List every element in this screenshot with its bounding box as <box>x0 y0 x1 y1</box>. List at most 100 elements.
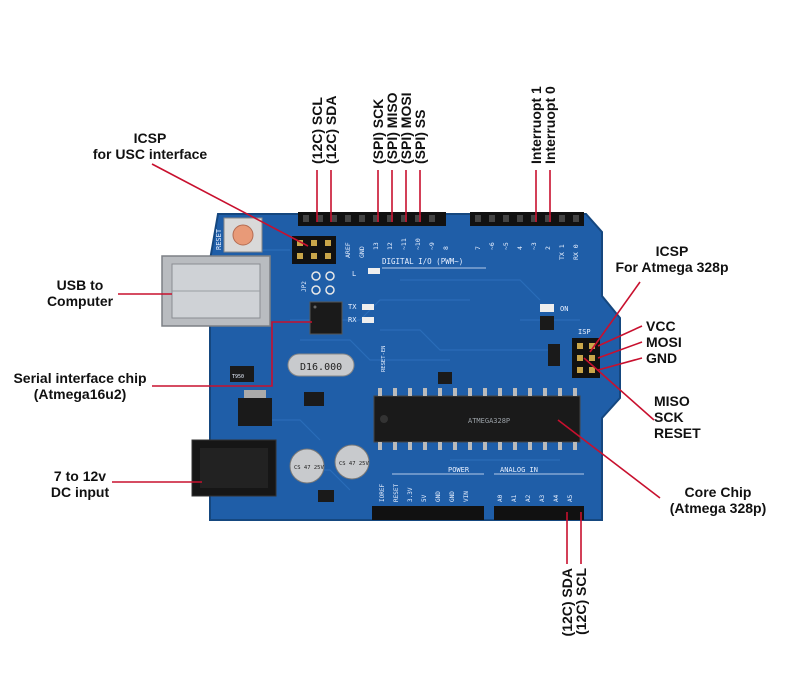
label-dc-sub: DC input <box>51 484 110 500</box>
on-label: ON <box>560 305 568 313</box>
pin-label-a5: A5 <box>567 494 574 502</box>
t950-label: T950 <box>232 374 244 380</box>
pin-label-a1: A1 <box>511 494 518 502</box>
label-top-miso: (SPI) MISO <box>384 92 400 164</box>
pin-label-gnd: GND <box>358 246 366 258</box>
label-usb-sub: Computer <box>47 293 114 309</box>
digital-header <box>298 212 584 226</box>
reset-button <box>223 217 263 253</box>
digital-header-right <box>470 212 584 226</box>
label-top-ss: (SPI) SS <box>412 110 428 164</box>
pin-label-13: 13 <box>372 242 380 250</box>
analog-label: ANALOG IN <box>500 466 538 474</box>
label-top-sck: (SPI) SCK <box>370 99 386 164</box>
pin-label-3v3: 3.3V <box>407 487 414 502</box>
pin-label-vin: VIN <box>463 491 470 502</box>
label-core-sub: (Atmega 328p) <box>670 500 766 516</box>
leader-core-chip <box>557 419 661 499</box>
digital-io-label: DIGITAL I/O (PWM~) <box>382 257 463 266</box>
label-serial-title: Serial interface chip <box>13 370 146 386</box>
left-labels: ICSP for USC interface USB to Computer S… <box>13 130 207 500</box>
pin-label-1: TX 1 <box>558 244 566 260</box>
pin-label-aref: AREF <box>344 242 352 258</box>
right-labels: ICSP For Atmega 328p VCC MOSI GND MISO S… <box>615 243 766 516</box>
leader-miso-reset <box>583 357 655 421</box>
jp2-label: JP2 <box>301 281 308 292</box>
pin-label-a0: A0 <box>497 494 504 502</box>
leader-mosi <box>597 341 643 359</box>
top-labels: (12C) SCL (12C) SDA (SPI) SCK (SPI) MISO… <box>309 86 558 164</box>
label-serial-sub: (Atmega16u2) <box>34 386 127 402</box>
label-top-int1: Interruopt 1 <box>528 86 544 164</box>
label-dc-title: 7 to 12v <box>54 468 106 484</box>
label-icsp-atmega-title: ICSP <box>656 243 689 259</box>
label-icsp-usb-title: ICSP <box>134 130 167 146</box>
pin-label-5: ~5 <box>502 242 510 250</box>
pin-label-a2: A2 <box>525 494 532 502</box>
label-core-title: Core Chip <box>685 484 752 500</box>
pin-label-gnd1: GND <box>435 491 442 502</box>
arduino-board: AREF GND 13 12 ~11 ~10 ~9 8 7 ~6 ~5 4 ~3… <box>161 212 621 521</box>
bottom-labels: (12C) SDA (12C) SCL <box>559 568 589 637</box>
pin-label-9: ~9 <box>428 242 436 250</box>
pin-label-3: ~3 <box>530 242 538 250</box>
pin-label-a3: A3 <box>539 494 546 502</box>
capacitor-1: CS 47 25V <box>289 448 325 484</box>
usb-port <box>161 255 271 327</box>
pin-label-a4: A4 <box>553 494 560 502</box>
leader-vcc <box>597 325 643 347</box>
label-bottom-scl: (12C) SCL <box>573 568 589 635</box>
label-icsp-atmega-sub: For Atmega 328p <box>615 259 728 275</box>
label-top-mosi: (SPI) MOSI <box>398 92 414 164</box>
pin-label-gnd2: GND <box>449 491 456 502</box>
label-usb-title: USB to <box>57 277 104 293</box>
cap1-label: CS 47 25V <box>294 465 324 471</box>
rx-label: RX <box>348 316 357 324</box>
label-sck: SCK <box>654 409 684 425</box>
reset-en-label: RESET-EN <box>381 346 387 373</box>
digital-pin-labels: AREF GND 13 12 ~11 ~10 ~9 8 7 ~6 ~5 4 ~3… <box>344 238 580 260</box>
pin-label-ioref: IOREF <box>379 484 386 502</box>
pin-label-10: ~10 <box>414 238 422 250</box>
pin-label-8: 8 <box>442 246 450 250</box>
label-bottom-sda: (12C) SDA <box>559 568 575 636</box>
pin-label-4: 4 <box>516 246 524 250</box>
label-miso: MISO <box>654 393 690 409</box>
isp-silk-label: ISP <box>578 328 591 336</box>
l-label: L <box>352 270 356 278</box>
leader-icsp-usb <box>151 163 309 247</box>
leader-gnd <box>597 357 643 371</box>
tx-label: TX <box>348 303 357 311</box>
power-header <box>372 506 484 520</box>
reset-silk-label: RESET <box>215 228 223 250</box>
label-top-scl: (12C) SCL <box>309 97 325 164</box>
capacitor-2: CS 47 25V <box>334 444 370 480</box>
label-top-int0: Interruopt 0 <box>542 86 558 164</box>
pin-label-7: 7 <box>474 246 482 250</box>
atmega328p-chip: ATMEGA328P <box>373 388 581 450</box>
label-vcc: VCC <box>646 318 676 334</box>
voltage-regulator <box>238 390 272 426</box>
label-icsp-usb-sub: for USC interface <box>93 146 208 162</box>
crystal-oscillator: D16.000 <box>287 353 355 377</box>
pin-label-6: ~6 <box>488 242 496 250</box>
leader-icsp-atmega <box>589 281 641 353</box>
pin-label-5v: 5V <box>421 494 428 502</box>
label-top-sda: (12C) SDA <box>323 96 339 164</box>
pin-label-0: RX 0 <box>572 244 580 260</box>
crystal-label: D16.000 <box>300 362 342 373</box>
atmega16u2-chip <box>309 301 343 335</box>
leader-lines <box>112 163 661 564</box>
label-gnd: GND <box>646 350 677 366</box>
pin-label-reset: RESET <box>393 484 400 502</box>
jp2-pads <box>311 271 335 295</box>
bottom-pin-labels: IOREF RESET 3.3V 5V GND GND VIN A0 A1 A2… <box>379 484 574 502</box>
power-label: POWER <box>448 466 470 474</box>
label-mosi: MOSI <box>646 334 682 350</box>
leader-serial-chip <box>152 321 312 387</box>
pin-label-12: 12 <box>386 242 394 250</box>
pin-label-11: ~11 <box>400 238 408 250</box>
cap2-label: CS 47 25V <box>339 461 369 467</box>
pin-label-2: 2 <box>544 246 552 250</box>
